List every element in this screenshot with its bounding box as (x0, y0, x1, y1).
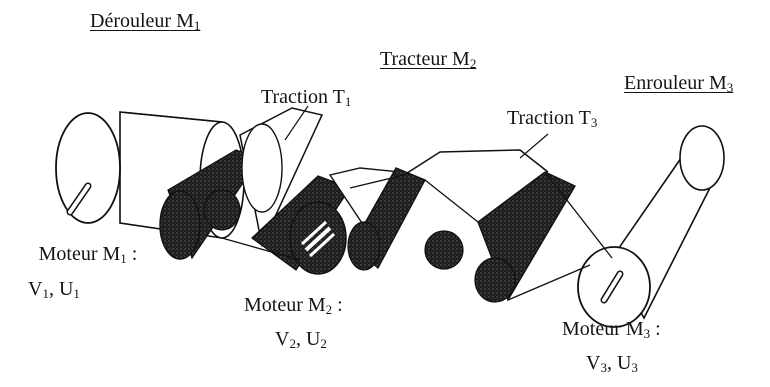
motor-1-vars: V1, U1 (28, 278, 80, 305)
motor-2-vars: V2, U2 (275, 328, 327, 355)
motor-3-vars: V3, U3 (586, 352, 638, 379)
guide-roller-2 (425, 231, 463, 269)
winder-title: Enrouleur M3 (624, 72, 733, 99)
unwinder-title: Dérouleur M1 (90, 10, 200, 37)
web-loop-middle (330, 168, 425, 270)
web-strip-right (404, 150, 548, 175)
traction-3-label: Traction T3 (507, 107, 597, 134)
motor-3-label: Moteur M3 : (562, 318, 661, 345)
traction-1-label: Traction T1 (261, 86, 351, 113)
motor-2-label: Moteur M2 : (244, 294, 343, 321)
traction-3-leader (520, 134, 548, 158)
puller-title: Tracteur M2 (380, 48, 476, 75)
motor-1-label: Moteur M1 : (8, 243, 168, 270)
winder-roll (578, 126, 724, 327)
